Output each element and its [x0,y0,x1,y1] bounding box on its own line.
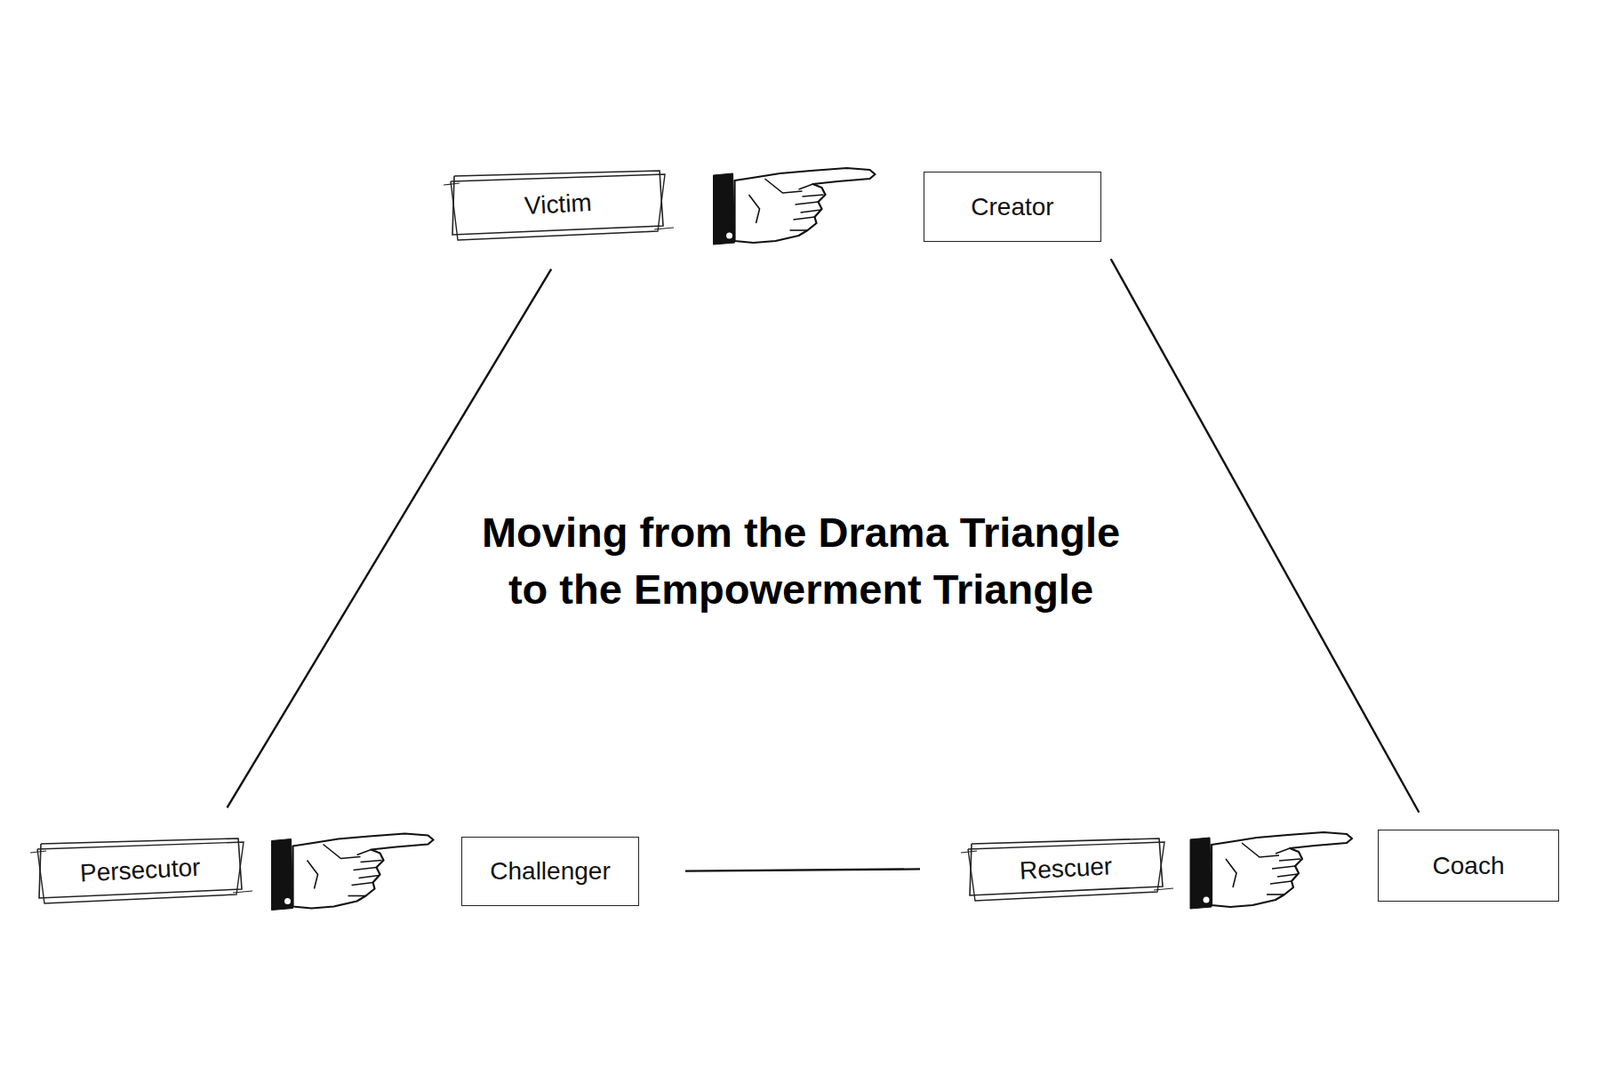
hand-fold [795,201,819,205]
box-stroke [232,890,253,893]
box-stroke [1153,888,1174,890]
hand-outline [293,833,434,909]
role-box: Coach [1377,829,1560,902]
sketch-outline [35,836,246,904]
pointing-hand [272,833,434,911]
hand-figure [713,168,876,245]
role-label: Challenger [489,856,610,886]
connector-line [685,868,920,871]
hand-cuff [1190,837,1212,909]
role-label: Persecutor [80,852,202,888]
role-label: Rescuer [1019,851,1114,885]
hand-fold [1241,842,1280,857]
role-label: Creator [970,192,1054,222]
hand-fold [360,860,383,863]
hand-figure [272,833,434,911]
diagram-title: Moving from the Drama Triangle to the Em… [467,504,1135,618]
hand-fold [1266,893,1285,896]
sketch-outline [966,836,1167,901]
box-stroke [443,183,460,185]
sketch-role-box: Persecutor [35,836,246,904]
hand-fold [1275,848,1290,854]
hand-cuff [713,173,736,245]
role-label: Victim [523,188,592,221]
hand-cuff [272,839,294,911]
hand-fold [353,867,377,871]
hand-fold [790,229,808,232]
box-stroke [30,850,47,853]
hand-fold [357,849,372,856]
box-stroke [969,838,1163,896]
cuff-button [1203,896,1210,904]
cuff-button [726,232,733,240]
triangle-side [685,868,920,871]
hand-fold [793,216,816,220]
box-stroke [960,850,977,853]
hand-fold [1270,880,1292,884]
hand-fold [359,875,380,879]
hand-outline [1211,832,1352,907]
pointing-hand [713,168,876,245]
connector-line [1111,258,1420,813]
sketch-role-box: Victim [448,168,667,240]
hand-fold [1279,858,1301,861]
box-stroke [968,841,1165,901]
sketch-role-box: Rescuer [966,836,1167,901]
hand-fold [1272,865,1296,869]
box-stroke [452,170,664,235]
triangle-side [226,269,552,808]
hand-outline [735,168,876,243]
hand-fold [1277,873,1298,877]
sketch-outline [448,168,667,240]
box-stroke [37,841,244,904]
box-stroke [39,838,242,898]
hand-fold [799,184,814,190]
hand-fold [802,194,824,197]
hand-fold [749,194,760,224]
hand-fold [1225,858,1237,888]
hand-fold [323,844,361,859]
hand-fold [765,178,803,193]
hand-fold [800,209,822,213]
hand-fold [352,882,374,886]
role-box: Challenger [461,836,640,906]
connector-line [226,269,552,808]
role-box: Creator [923,171,1102,242]
role-label: Coach [1432,851,1505,880]
hand-fold [307,860,319,889]
pointing-hand [1190,832,1352,909]
box-stroke [654,227,674,230]
hand-fold [348,895,367,897]
box-stroke [450,174,665,240]
hand-figure [1190,832,1352,909]
triangle-side [1111,258,1420,813]
cuff-button [284,897,291,904]
